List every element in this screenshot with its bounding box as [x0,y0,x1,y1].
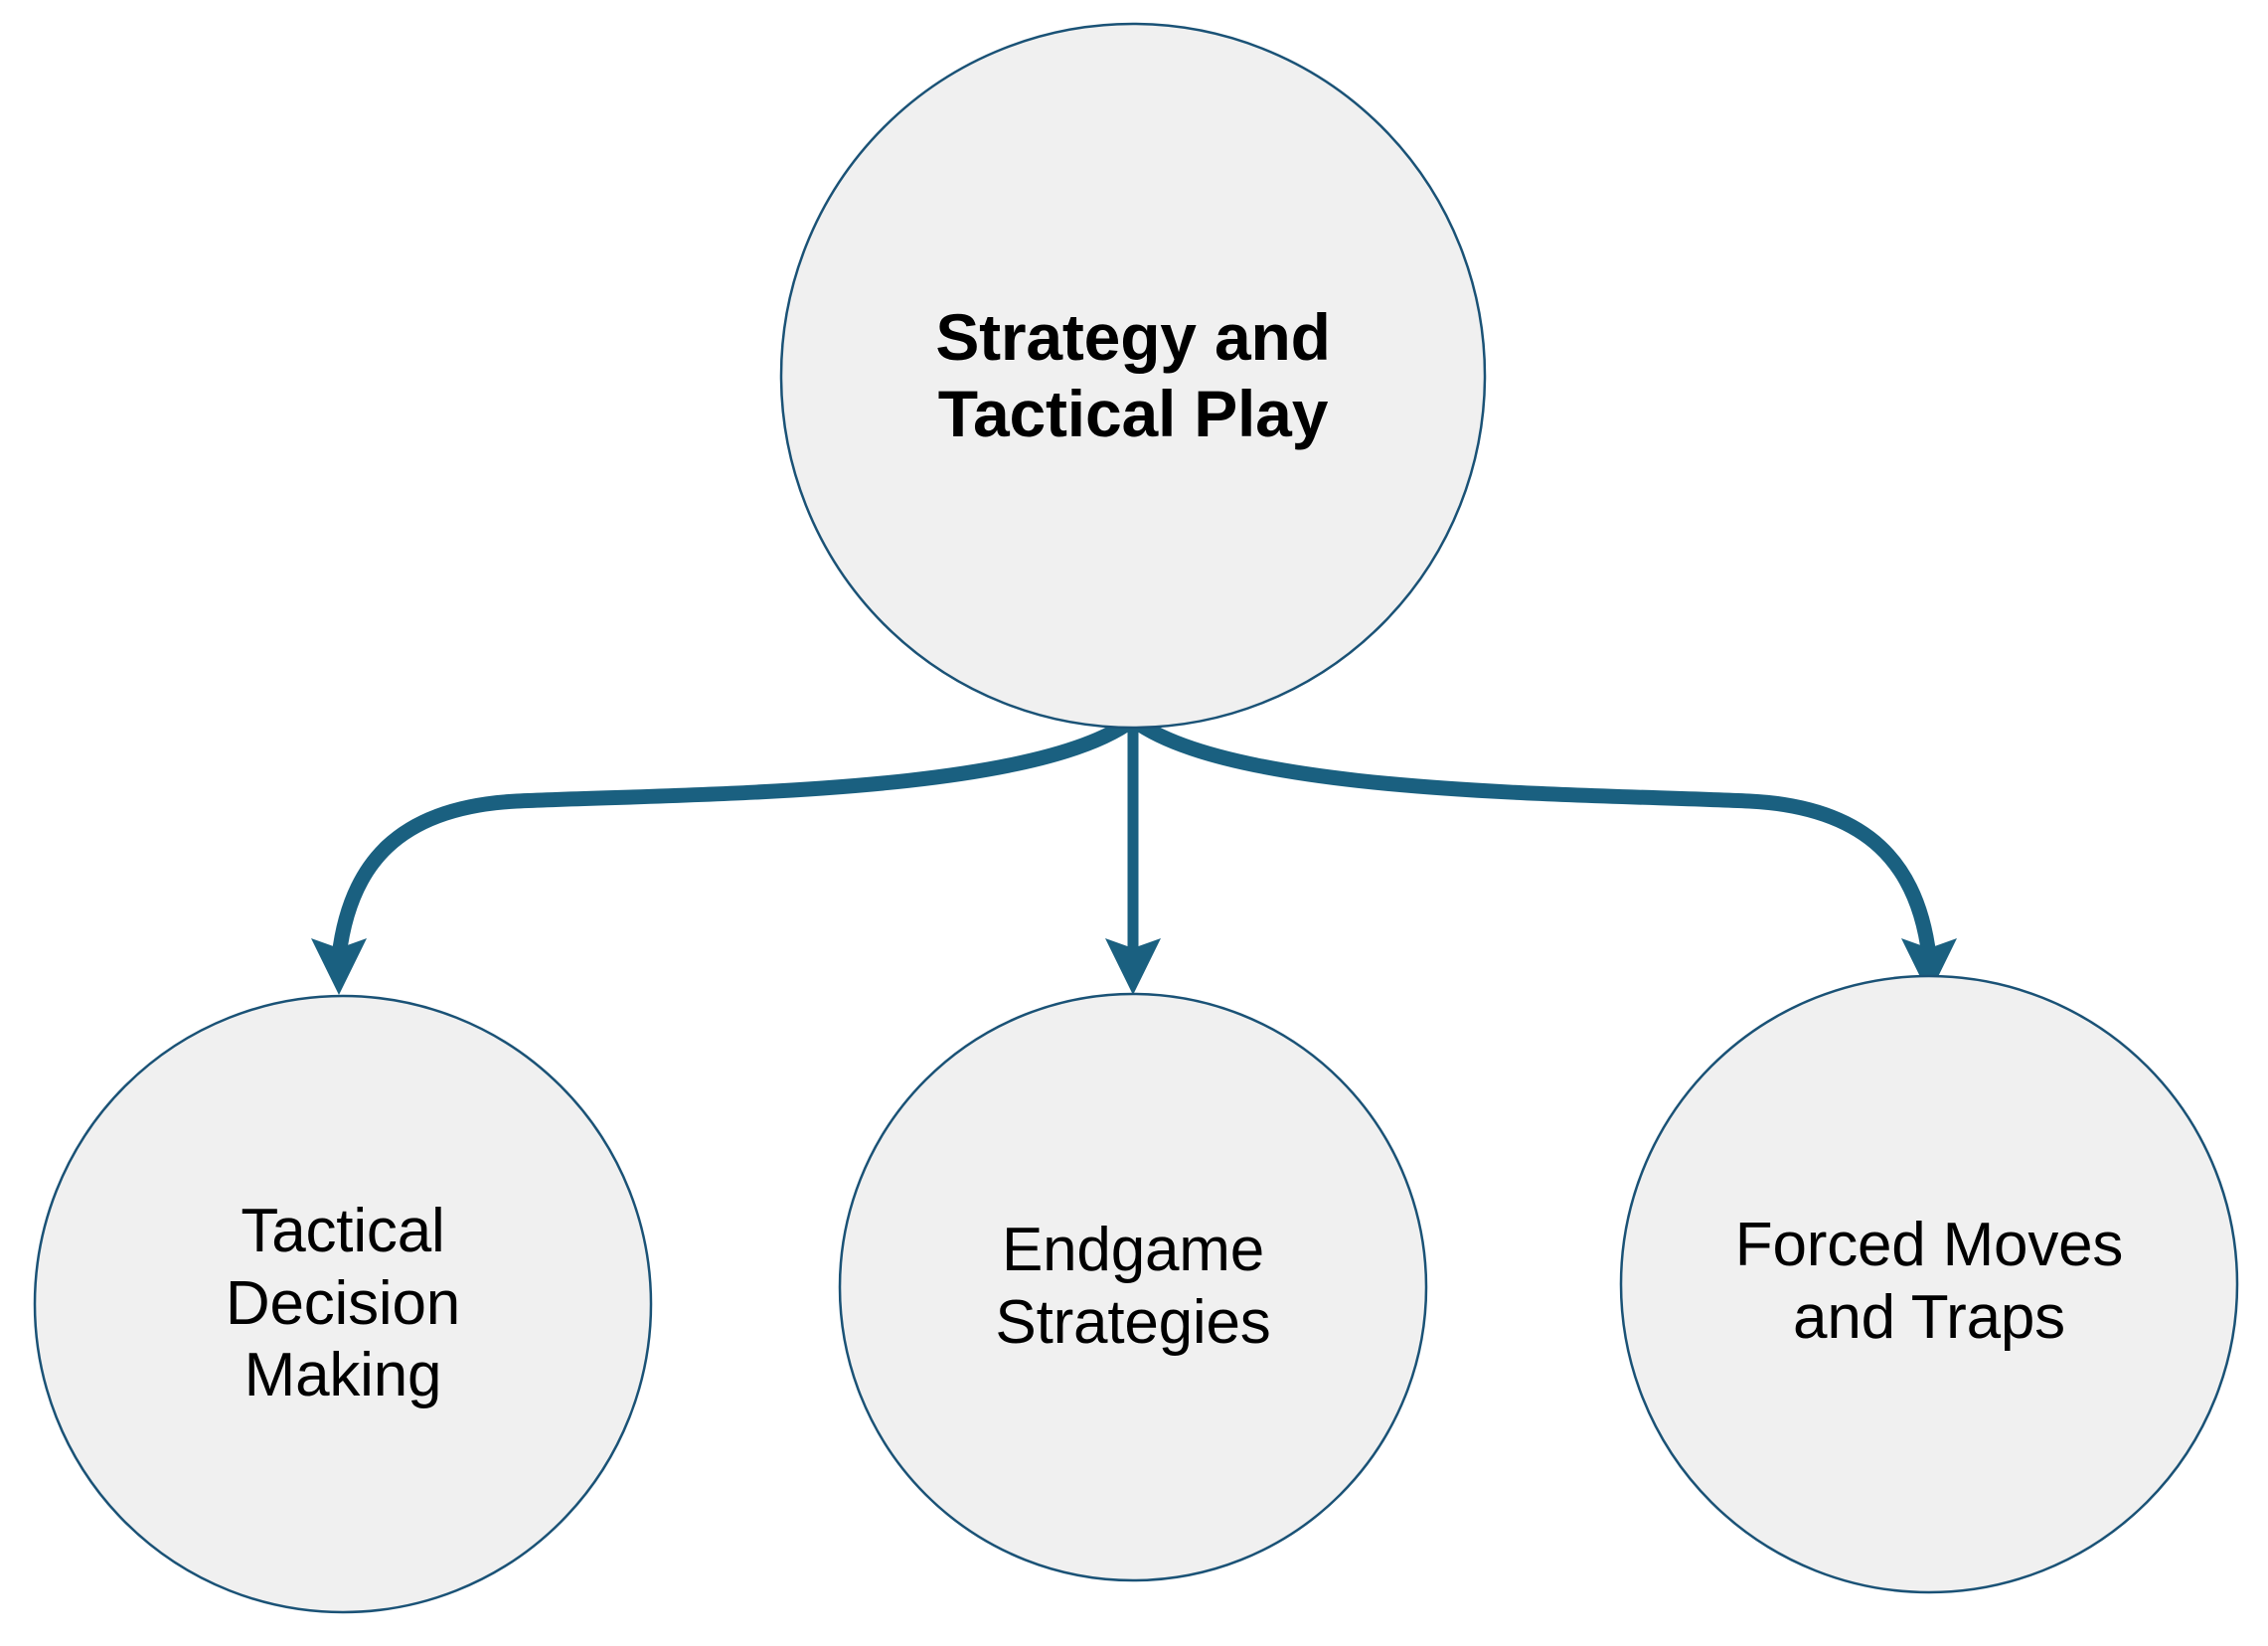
node-endgame-strategies-circle[interactable] [838,992,1428,1582]
node-tactical-decision-making-circle[interactable] [33,994,653,1614]
node-forced-moves-and-traps-circle[interactable] [1619,974,2239,1594]
connector-right-line [1128,713,1937,957]
arrowhead-left-icon [311,938,367,995]
node-root-circle[interactable] [779,22,1487,730]
arrowhead-center-icon [1105,938,1161,995]
node-group [33,22,2239,1614]
connector-root-to-tactical-decision-making [311,713,1138,995]
connector-group [311,713,1957,995]
connector-root-to-forced-moves-and-traps [1128,713,1957,995]
connector-root-to-endgame-strategies [1105,720,1161,995]
connector-left-line [331,713,1138,957]
arrowhead-right-icon [1901,938,1957,995]
